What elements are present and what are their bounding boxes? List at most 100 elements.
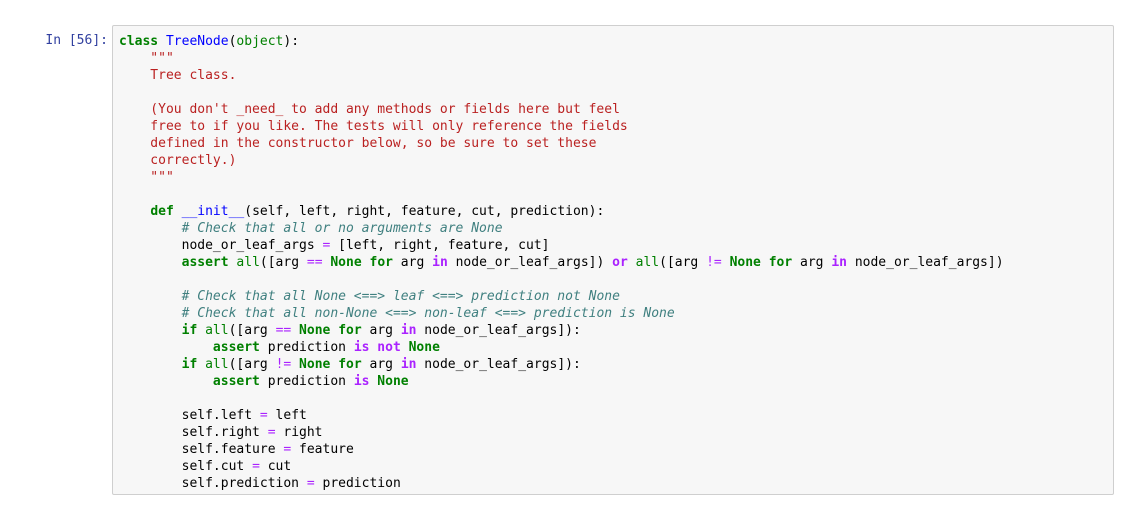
operator-token: = — [252, 459, 260, 474]
code-line: (You don't _need_ to add any methods or … — [119, 101, 1113, 118]
builtin-token: object — [236, 34, 284, 49]
code-line: self.feature = feature — [119, 441, 1113, 458]
operator-token: != — [706, 255, 722, 270]
builtin-token: all — [205, 357, 229, 372]
operator-token: = — [306, 476, 315, 491]
code-line: def __init__(self, left, right, feature,… — [119, 203, 1113, 220]
code-line — [119, 271, 1113, 288]
code-token — [174, 204, 182, 219]
code-token — [119, 340, 213, 355]
code-token: right — [275, 425, 323, 440]
builtin-token: all — [635, 255, 660, 270]
code-token — [119, 323, 182, 338]
operator-word-token: is — [353, 374, 370, 389]
code-line: class TreeNode(object): — [119, 33, 1113, 50]
keyword-constant-token: None — [377, 374, 409, 389]
operator-token: = — [283, 442, 292, 457]
code-token — [722, 255, 730, 270]
code-line: """ — [119, 169, 1113, 186]
code-token: self.cut — [119, 459, 253, 474]
operator-token: = — [322, 238, 331, 253]
code-line: self.right = right — [119, 424, 1113, 441]
code-token — [119, 255, 182, 270]
keyword-constant-token: None — [299, 357, 331, 372]
code-line: Tree class. — [119, 67, 1113, 84]
code-token — [291, 357, 299, 372]
builtin-token: all — [205, 323, 229, 338]
operator-word-token: in — [400, 357, 417, 372]
code-token — [119, 357, 182, 372]
code-line: if all([arg != None for arg in node_or_l… — [119, 356, 1113, 373]
code-token: self.feature — [119, 442, 284, 457]
cell-prompt: In [56]: — [45, 33, 108, 48]
operator-token: = — [267, 425, 276, 440]
code-token: node_or_leaf_args]) — [447, 255, 613, 270]
keyword-token: assert — [212, 374, 260, 389]
code-line: assert prediction is None — [119, 373, 1113, 390]
operator-word-token: or — [612, 255, 628, 270]
keyword-token: if — [181, 323, 198, 338]
code-line: # Check that all non-None <==> non-leaf … — [119, 305, 1113, 322]
code-token — [291, 323, 299, 338]
code-token — [330, 323, 338, 338]
class-name-token: TreeNode — [165, 34, 229, 49]
code-token: ([arg — [259, 255, 307, 270]
code-token — [330, 357, 338, 372]
code-line: # Check that all None <==> leaf <==> pre… — [119, 288, 1113, 305]
code-token — [158, 34, 166, 49]
keyword-token: assert — [212, 340, 260, 355]
code-line: self.left = left — [119, 407, 1113, 424]
keyword-constant-token: None — [408, 340, 440, 355]
code-token: arg — [792, 255, 832, 270]
keyword-token: for — [369, 255, 393, 270]
code-token: self.left — [119, 408, 260, 423]
code-token — [401, 340, 409, 355]
code-token: node_or_leaf_args]) — [847, 255, 1004, 270]
code-token: arg — [392, 255, 433, 270]
code-token — [761, 255, 769, 270]
operator-token: = — [259, 408, 268, 423]
code-token: node_or_leaf_args]): — [416, 357, 581, 372]
code-line: assert prediction is not None — [119, 339, 1113, 356]
keyword-token: if — [181, 357, 198, 372]
operator-token: == — [275, 323, 292, 338]
code-line: free to if you like. The tests will only… — [119, 118, 1113, 135]
builtin-token: all — [236, 255, 260, 270]
string-token: free to if you like. The tests will only… — [119, 119, 628, 134]
code-line — [119, 186, 1113, 203]
code-line — [119, 390, 1113, 407]
string-token: Tree class. — [119, 68, 237, 83]
code-cell-editor[interactable]: class TreeNode(object): """ Tree class. … — [112, 25, 1114, 495]
code-token: prediction — [314, 476, 401, 491]
code-token — [119, 289, 182, 304]
code-token: prediction — [259, 374, 354, 389]
code-block[interactable]: class TreeNode(object): """ Tree class. … — [113, 26, 1113, 492]
code-token — [119, 374, 213, 389]
operator-word-token: in — [831, 255, 847, 270]
code-token: prediction — [259, 340, 354, 355]
code-line: self.prediction = prediction — [119, 475, 1113, 492]
code-line: node_or_leaf_args = [left, right, featur… — [119, 237, 1113, 254]
code-token — [119, 221, 182, 236]
string-token: defined in the constructor below, so be … — [119, 136, 597, 151]
code-line: assert all([arg == None for arg in node_… — [119, 254, 1113, 271]
code-token: left — [267, 408, 307, 423]
code-token: (self, left, right, feature, cut, predic… — [244, 204, 605, 219]
code-token: ( — [228, 34, 237, 49]
keyword-token: for — [338, 323, 362, 338]
code-token: self.right — [119, 425, 268, 440]
comment-token: # Check that all None <==> leaf <==> pre… — [181, 289, 620, 304]
string-token: """ — [119, 51, 174, 66]
code-line: if all([arg == None for arg in node_or_l… — [119, 322, 1113, 339]
code-token: node_or_leaf_args — [119, 238, 323, 253]
code-line: self.cut = cut — [119, 458, 1113, 475]
code-line — [119, 84, 1113, 101]
keyword-constant-token: None — [299, 323, 331, 338]
string-token: """ — [119, 170, 174, 185]
code-token — [197, 357, 205, 372]
comment-token: # Check that all non-None <==> non-leaf … — [181, 306, 675, 321]
code-token — [119, 306, 182, 321]
keyword-token: for — [338, 357, 362, 372]
string-token: (You don't _need_ to add any methods or … — [119, 102, 620, 117]
